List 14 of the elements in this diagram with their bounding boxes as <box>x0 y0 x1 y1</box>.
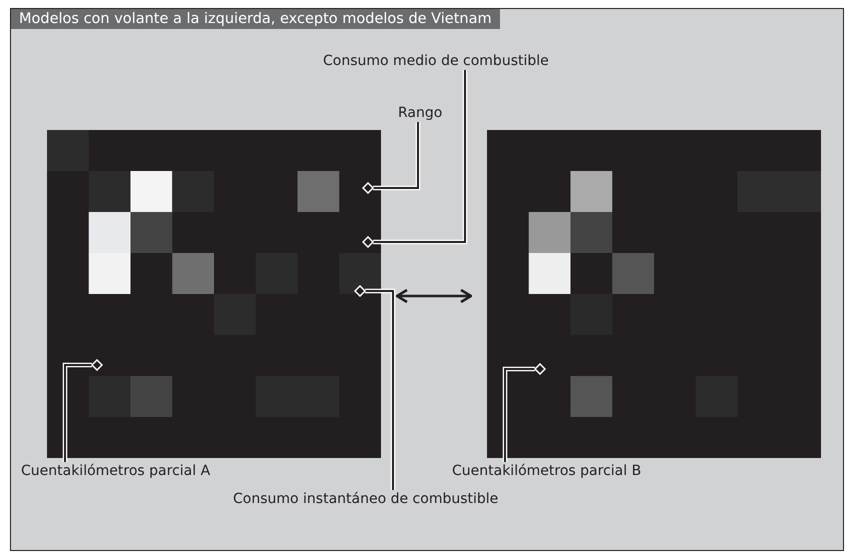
display-screen-picture <box>487 130 821 458</box>
callout-label: Cuentakilómetros parcial B <box>452 462 642 480</box>
leader-line <box>354 285 396 490</box>
callout-label: Rango <box>398 104 442 122</box>
leader-line <box>362 70 468 248</box>
callout-label: Cuentakilómetros parcial A <box>21 462 210 480</box>
display-screen-picture <box>47 130 381 458</box>
leader-line <box>502 363 546 462</box>
callout-label: Consumo instantáneo de combustible <box>233 490 498 508</box>
leader-line <box>62 359 103 462</box>
title-banner: Modelos con volante a la izquierda, excepto modelos de Vietnam <box>11 9 500 29</box>
callout-label: Consumo medio de combustible <box>323 52 549 70</box>
double-arrow <box>396 288 472 304</box>
leader-line <box>362 122 420 194</box>
